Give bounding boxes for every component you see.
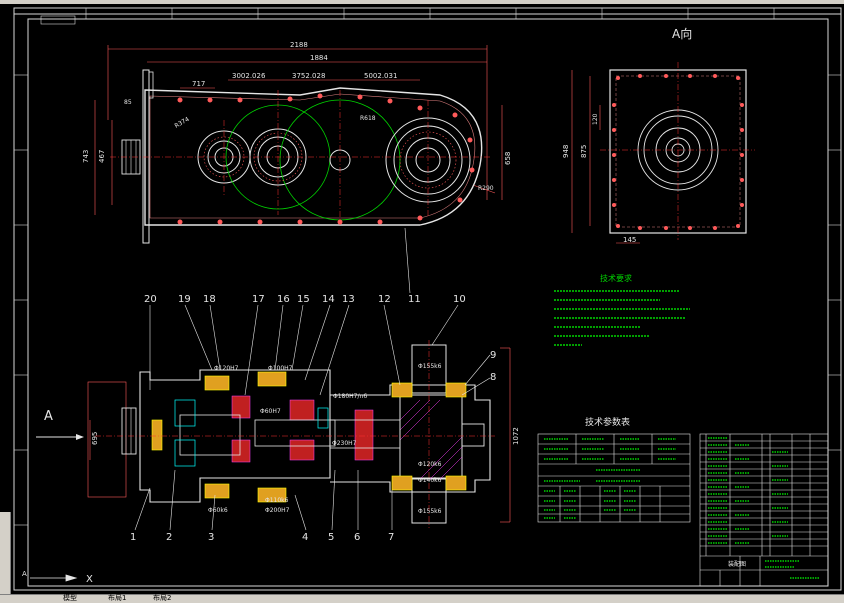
- balloon-5: 5: [328, 532, 334, 543]
- balloon-17: 17: [252, 294, 265, 305]
- dim-5002: 5002.031: [364, 72, 397, 80]
- fit-10: Φ110k6: [265, 497, 289, 504]
- left-dock-panel[interactable]: [0, 512, 11, 594]
- fit-1: Φ120H7: [214, 365, 239, 372]
- bom-title-block: 装配图: [699, 433, 829, 587]
- fit-7: Φ140k6: [418, 477, 442, 484]
- balloon-12: 12: [378, 294, 391, 305]
- balloon-7: 7: [388, 532, 394, 543]
- balloon-3: 3: [208, 532, 214, 543]
- tab-model[interactable]: 模型: [63, 594, 77, 602]
- layout-tab-bar: [0, 594, 844, 603]
- tech-requirements: 技术要求: [554, 273, 690, 346]
- svg-text:R374: R374: [174, 116, 191, 130]
- view-label-a: A向: [672, 26, 692, 41]
- title-block-label: 装配图: [728, 560, 746, 568]
- param-table-title: 技术参数表: [585, 416, 630, 428]
- fit-3: Φ100H7: [268, 365, 293, 372]
- dim-2188: 2188: [290, 41, 308, 49]
- top-view: 2188 1884 717 3002.026 3752.028 5002.031…: [82, 41, 512, 294]
- dim-467: 467: [98, 150, 106, 163]
- fit-5b: Φ155k6: [418, 508, 442, 515]
- a-direction-view: A向 948 875 120 145: [562, 26, 755, 244]
- dim-717: 717: [192, 80, 205, 88]
- section-view: A 1072 695: [36, 294, 520, 543]
- tab-layout1[interactable]: 布局1: [108, 594, 127, 602]
- balloon-9: 9: [490, 350, 496, 361]
- ucs-icon: X A: [22, 570, 93, 585]
- balloon-10: 10: [453, 294, 466, 305]
- balloon-19: 19: [178, 294, 191, 305]
- title-box-small: [40, 15, 76, 25]
- dim-3002: 3002.026: [232, 72, 266, 80]
- fit-5a: Φ155k6: [418, 363, 442, 370]
- dim-658: 658: [504, 152, 512, 165]
- svg-text:R618: R618: [360, 115, 376, 122]
- svg-text:120: 120: [592, 113, 599, 125]
- balloon-6: 6: [354, 532, 360, 543]
- balloon-13: 13: [342, 294, 355, 305]
- ucs-x-label: X: [86, 574, 93, 585]
- tech-req-title: 技术要求: [600, 273, 632, 283]
- fit-11: Φ60k6: [208, 507, 228, 514]
- parameter-table: 技术参数表: [537, 416, 691, 523]
- balloon-18: 18: [203, 294, 216, 305]
- dim-145: 145: [623, 236, 636, 244]
- svg-text:R290: R290: [478, 185, 494, 192]
- drawing-frame: [13, 7, 842, 591]
- balloon-16: 16: [277, 294, 290, 305]
- balloon-15: 15: [297, 294, 310, 305]
- fit-4: Φ180H7/n6: [333, 393, 367, 400]
- svg-text:85: 85: [124, 99, 132, 106]
- dim-743: 743: [82, 150, 90, 163]
- fit-6: Φ120k6: [418, 461, 442, 468]
- dim-695: 695: [91, 432, 99, 445]
- dim-1884: 1884: [310, 54, 328, 62]
- fit-9: Φ200H7: [265, 507, 290, 514]
- zone-ticks: [14, 8, 841, 526]
- balloon-4: 4: [302, 532, 308, 543]
- fit-8: Φ230H7: [332, 440, 357, 447]
- balloon-11: 11: [408, 294, 421, 305]
- tab-layout2[interactable]: 布局2: [153, 594, 172, 602]
- section-label-a: A: [44, 409, 53, 424]
- fit-2: Φ60H7: [260, 408, 281, 415]
- dim-948: 948: [562, 145, 570, 158]
- top-toolbar-strip: [0, 0, 844, 4]
- balloon-20: 20: [144, 294, 157, 305]
- dim-1072: 1072: [512, 427, 520, 445]
- balloon-1: 1: [130, 532, 136, 543]
- balloon-14: 14: [322, 294, 335, 305]
- bottom-a-label: A: [22, 570, 27, 578]
- dim-3752: 3752.028: [292, 72, 325, 80]
- dim-875: 875: [580, 145, 588, 158]
- balloon-8: 8: [490, 372, 496, 383]
- balloon-2: 2: [166, 532, 172, 543]
